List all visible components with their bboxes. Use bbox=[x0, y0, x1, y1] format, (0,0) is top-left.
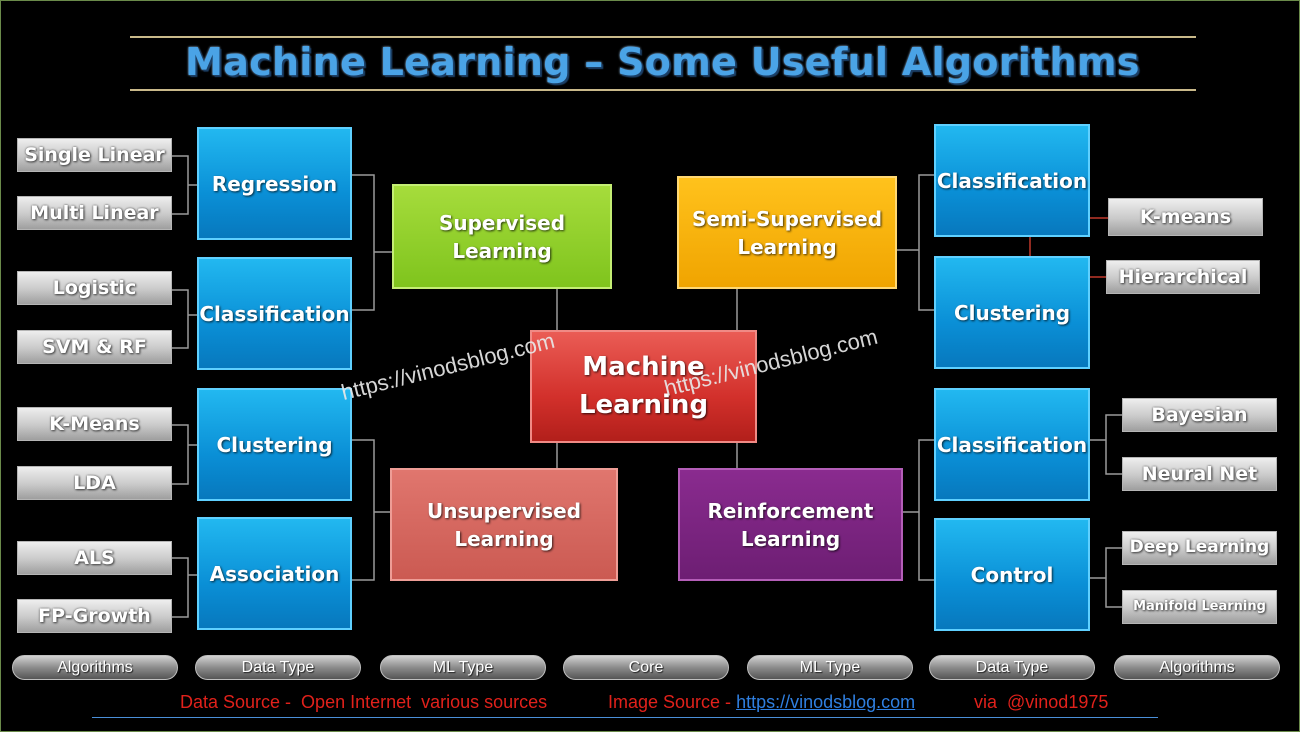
data-type-classification-left: Classification bbox=[197, 257, 352, 370]
legend-algorithms-left: Algorithms bbox=[12, 655, 178, 680]
algo-k-means: K-Means bbox=[17, 407, 172, 441]
algo-single-linear: Single Linear bbox=[17, 138, 172, 172]
algo-fp-growth: FP-Growth bbox=[17, 599, 172, 633]
algo-lda: LDA bbox=[17, 466, 172, 500]
algo-hierarchical: Hierarchical bbox=[1106, 260, 1260, 294]
algo-bayesian: Bayesian bbox=[1122, 398, 1277, 432]
data-type-classification-right-bottom: Classification bbox=[934, 388, 1090, 501]
title-bottom-rule bbox=[130, 89, 1196, 91]
algo-manifold-learning: Manifold Learning bbox=[1122, 590, 1277, 624]
core-line2: Learning bbox=[578, 389, 709, 420]
footer-image-source-label: Image Source - bbox=[608, 692, 737, 712]
unsupervised-line1: Unsupervised bbox=[426, 498, 582, 523]
footer-rule bbox=[92, 717, 1158, 718]
algo-deep-learning: Deep Learning bbox=[1122, 531, 1277, 565]
data-type-clustering-right: Clustering bbox=[934, 256, 1090, 369]
legend-ml-type-right: ML Type bbox=[747, 655, 913, 680]
data-type-regression: Regression bbox=[197, 127, 352, 240]
reinforcement-line2: Learning bbox=[740, 526, 841, 551]
legend-algorithms-right: Algorithms bbox=[1114, 655, 1280, 680]
algo-logistic: Logistic bbox=[17, 271, 172, 305]
algo-als: ALS bbox=[17, 541, 172, 575]
algo-svm-rf: SVM & RF bbox=[17, 330, 172, 364]
footer-data-source: Data Source - Open Internet various sour… bbox=[180, 692, 548, 712]
supervised-line2: Learning bbox=[452, 238, 552, 263]
legend-data-type-left: Data Type bbox=[195, 655, 361, 680]
algo-k-means-right: K-means bbox=[1108, 198, 1263, 236]
data-type-clustering-left: Clustering bbox=[197, 388, 352, 501]
title-top-rule bbox=[130, 36, 1196, 38]
data-type-control: Control bbox=[934, 518, 1090, 631]
semi-supervised-line2: Learning bbox=[737, 234, 837, 259]
reinforcement-line1: Reinforcement bbox=[707, 498, 874, 523]
legend-core: Core bbox=[563, 655, 729, 680]
page-title: Machine Learning – Some Useful Algorithm… bbox=[185, 40, 1140, 84]
legend-data-type-right: Data Type bbox=[929, 655, 1095, 680]
legend-ml-type-left: ML Type bbox=[380, 655, 546, 680]
footer-image-source: Image Source - https://vinodsblog.com bbox=[608, 692, 915, 713]
supervised-line1: Supervised bbox=[438, 210, 566, 235]
semi-supervised-line1: Semi-Supervised bbox=[691, 206, 883, 231]
core-line1: Machine bbox=[582, 351, 705, 382]
footer-link[interactable]: https://vinodsblog.com bbox=[736, 692, 916, 712]
algo-neural-net: Neural Net bbox=[1122, 457, 1277, 491]
footer-via: via @vinod1975 bbox=[974, 692, 1109, 712]
algo-multi-linear: Multi Linear bbox=[17, 196, 172, 230]
data-type-association: Association bbox=[197, 517, 352, 630]
data-type-classification-right-top: Classification bbox=[934, 124, 1090, 237]
unsupervised-line2: Learning bbox=[454, 526, 554, 551]
